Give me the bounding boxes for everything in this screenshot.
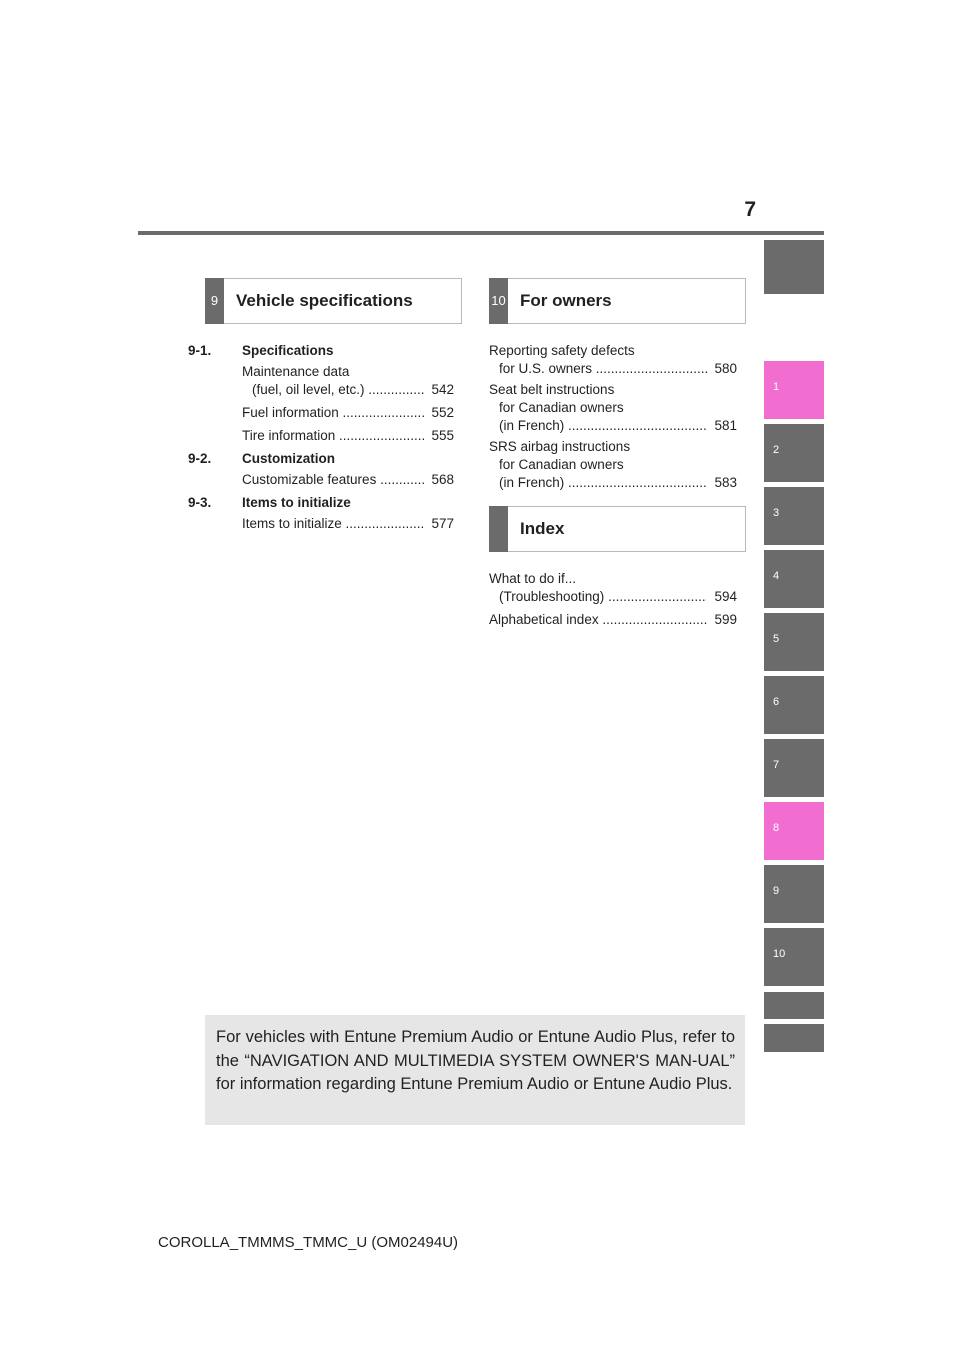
tab-chapter-7[interactable]: 7 — [764, 739, 824, 797]
tab-blank-b[interactable] — [764, 1024, 824, 1052]
toc-entry[interactable]: Tire information 555 — [242, 427, 454, 445]
tab-chapter-9[interactable]: 9 — [764, 865, 824, 923]
chapter-10-toc: Reporting safety defects for U.S. owners… — [489, 342, 737, 492]
tab-chapter-3[interactable]: 3 — [764, 487, 824, 545]
index-title: Index — [520, 519, 565, 538]
page-ref: 542 — [429, 381, 454, 399]
toc-entry[interactable]: Items to initialize 577 — [242, 515, 454, 533]
section-heading: 9-3.Items to initialize — [188, 495, 351, 510]
tab-chapter-5[interactable]: 5 — [764, 613, 824, 671]
tab-chapter-8[interactable]: 8 — [764, 802, 824, 860]
chapter-10-heading: 10 For owners — [489, 278, 746, 324]
chapter-9-toc: 9-1.Specifications Maintenance data (fue… — [188, 342, 454, 533]
page-ref: 577 — [429, 515, 454, 533]
index-marker — [489, 506, 508, 552]
toc-entry[interactable]: Reporting safety defects for U.S. owners… — [489, 342, 737, 378]
toc-entry[interactable]: Alphabetical index 599 — [489, 611, 737, 629]
header-rule — [138, 231, 824, 235]
chapter-10-title: For owners — [520, 291, 612, 310]
page-number: 7 — [744, 198, 756, 221]
tab-chapter-10[interactable]: 10 — [764, 928, 824, 986]
toc-entry[interactable]: What to do if... (Troubleshooting) 594 — [489, 570, 737, 606]
toc-entry[interactable]: Seat belt instructions for Canadian owne… — [489, 381, 737, 435]
chapter-9-heading: 9 Vehicle specifications — [205, 278, 462, 324]
tab-chapter-2[interactable]: 2 — [764, 424, 824, 482]
toc-entry[interactable]: Maintenance data (fuel, oil level, etc.)… — [242, 363, 454, 399]
index-toc: What to do if... (Troubleshooting) 594 A… — [489, 570, 737, 629]
toc-entry[interactable]: Customizable features 568 — [242, 471, 454, 489]
tab-chapter-4[interactable]: 4 — [764, 550, 824, 608]
page-ref: 583 — [712, 474, 737, 492]
toc-entry[interactable]: SRS airbag instructions for Canadian own… — [489, 438, 737, 492]
tab-chapter-1[interactable]: 1 — [764, 361, 824, 419]
tab-blank-a[interactable] — [764, 992, 824, 1019]
index-heading: Index — [489, 506, 746, 552]
chapter-9-title: Vehicle specifications — [236, 291, 413, 310]
section-heading: 9-2.Customization — [188, 451, 335, 466]
chapter-10-number: 10 — [489, 278, 508, 324]
section-heading: 9-1.Specifications — [188, 343, 334, 358]
navigation-note: For vehicles with Entune Premium Audio o… — [205, 1015, 745, 1125]
page-ref: 580 — [712, 360, 737, 378]
page-ref: 552 — [429, 404, 454, 422]
chapter-9-number: 9 — [205, 278, 224, 324]
document-footer: COROLLA_TMMMS_TMMC_U (OM02494U) — [158, 1234, 459, 1251]
page-ref: 568 — [429, 471, 454, 489]
toc-entry[interactable]: Fuel information 552 — [242, 404, 454, 422]
page-ref: 599 — [712, 611, 737, 629]
page-ref: 581 — [712, 417, 737, 435]
page-ref: 555 — [429, 427, 454, 445]
tab-chapter-6[interactable]: 6 — [764, 676, 824, 734]
tab-blank-top[interactable] — [764, 240, 824, 294]
page-ref: 594 — [712, 588, 737, 606]
